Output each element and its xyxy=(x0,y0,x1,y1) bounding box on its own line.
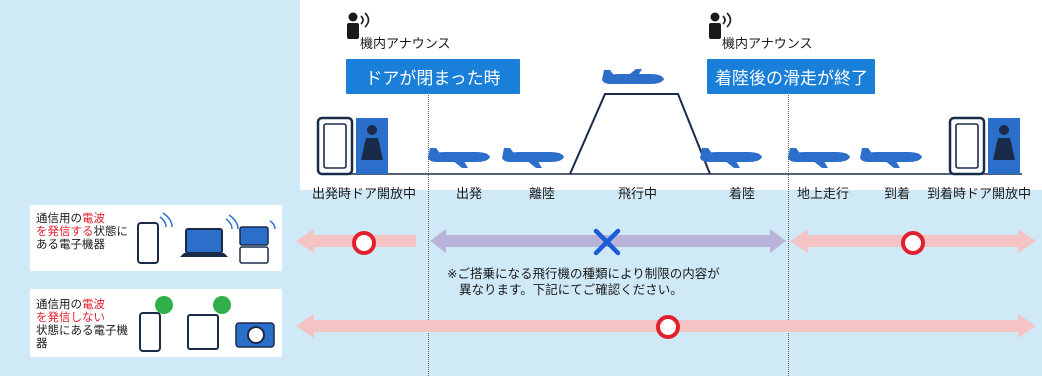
non-transmitting-devices-box: 通信用の電波を発信しない状態にある電子機器 xyxy=(30,289,282,357)
open-door-person-icon xyxy=(316,116,388,176)
phase-taxiing: 地上走行 xyxy=(797,187,850,202)
phase-landing: 着陸 xyxy=(729,187,756,202)
announcement-label: 機内アナウンス xyxy=(722,37,813,52)
plane-icon xyxy=(602,69,664,84)
announcement-label: 機内アナウンス xyxy=(360,37,451,52)
plane-icon xyxy=(700,148,762,168)
speaker-announcement-icon xyxy=(347,12,370,39)
phase-door-open-departure: 出発時ドア開放中 xyxy=(312,187,417,202)
allowed-circle-after xyxy=(899,229,927,257)
plane-icon xyxy=(428,148,490,168)
transmitting-devices-box: 通信用の電波を発信する状態にある電子機器 xyxy=(30,205,282,271)
allowed-circle-before xyxy=(350,229,378,257)
phase-in-flight: 飛行中 xyxy=(618,187,658,202)
announcement-2 xyxy=(706,10,746,44)
landing-taxi-end-callout: 着陸後の滑走が終了 xyxy=(707,59,875,94)
aircraft-type-note: ※ご搭乗になる飛行機の種類により制限の内容が 異なります。下記にてご確認ください… xyxy=(447,266,720,298)
note-line-1: ※ご搭乗になる飛行機の種類により制限の内容が xyxy=(447,266,720,281)
taxi-end-divider xyxy=(788,88,789,376)
flight-path-illustration xyxy=(320,93,1022,175)
airplane-mode-devices-icons xyxy=(139,296,275,352)
plane-icon xyxy=(502,148,564,168)
smartphone-laptop-game-icons xyxy=(137,212,276,264)
phase-takeoff: 離陸 xyxy=(529,187,556,202)
plane-icon xyxy=(860,148,922,168)
phase-departure: 出発 xyxy=(456,187,483,202)
door-closed-callout: ドアが閉まった時 xyxy=(346,59,520,94)
speaker-announcement-icon xyxy=(709,12,732,39)
phase-arrival: 到着 xyxy=(884,187,911,202)
permission-arrows xyxy=(296,229,1036,338)
note-line-2: 異なります。下記にてご確認ください。 xyxy=(459,282,683,297)
non-transmitting-devices-description: 通信用の電波を発信しない状態にある電子機器 xyxy=(36,297,128,350)
allowed-circle-all xyxy=(654,313,682,341)
plane-icon xyxy=(788,148,850,168)
prohibited-cross-in-flight xyxy=(591,226,623,258)
door-closed-divider xyxy=(428,88,429,376)
open-door-person-icon xyxy=(948,116,1020,176)
announcement-1 xyxy=(344,10,384,44)
transmitting-devices-description: 通信用の電波を発信する状態にある電子機器 xyxy=(36,211,128,251)
phase-door-open-arrival: 到着時ドア開放中 xyxy=(927,187,1032,202)
